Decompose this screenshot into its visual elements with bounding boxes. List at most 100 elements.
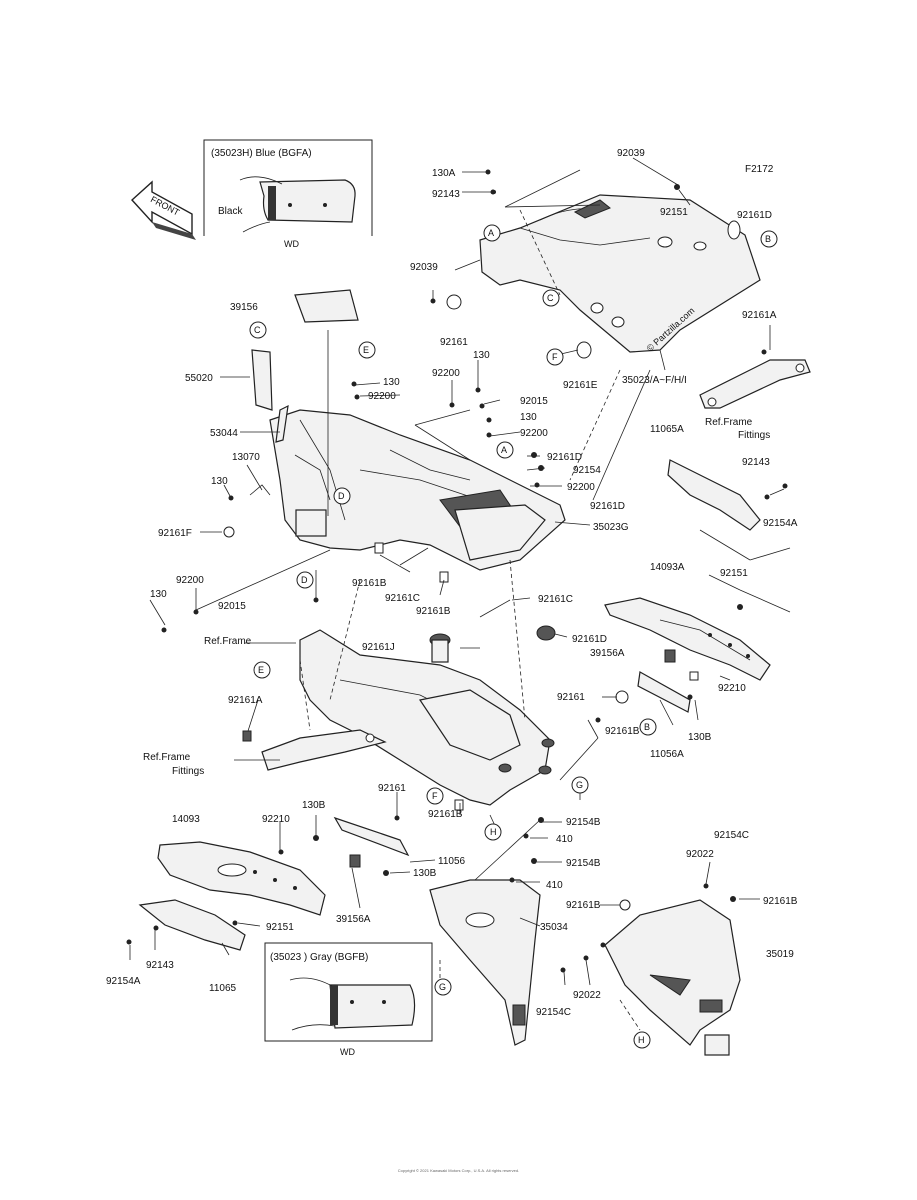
label-92161B-mid: 92161B (428, 809, 463, 820)
svg-text:B: B (765, 234, 771, 244)
callout-B-mid: B (639, 718, 657, 736)
label-92161-right: 92161 (557, 692, 585, 703)
label-14093A: 14093A (650, 562, 685, 573)
label-92200-c: 92200 (520, 428, 548, 439)
label-refframe-left-2: Fittings (172, 766, 204, 777)
label-130-left: 130 (150, 589, 167, 600)
callout-A-top: A (483, 224, 501, 242)
small-parts (223, 220, 741, 911)
label-92161-mid: 92161 (378, 783, 406, 794)
inset-top-footer: WD (284, 239, 299, 249)
svg-text:H: H (638, 1035, 645, 1045)
label-35034: 35034 (540, 922, 568, 933)
label-92161A-left: 92161A (228, 695, 263, 706)
svg-text:A: A (488, 228, 494, 238)
label-35023G: 35023G (593, 522, 629, 533)
label-92161F: 92161F (158, 528, 192, 539)
figure-code: F2172 (745, 164, 774, 175)
copyright-footer: Copyright © 2021 Kawasaki Motors Corp., … (397, 1168, 520, 1173)
rear-flap-35019 (604, 899, 741, 1056)
callout-G-low: G (434, 978, 452, 996)
label-92161D-mid2: 92161D (590, 501, 625, 512)
svg-text:G: G (576, 780, 583, 790)
label-92161-top: 92161 (440, 337, 468, 348)
fasteners (126, 169, 788, 973)
label-refframe-left-1: Ref.Frame (143, 752, 191, 763)
label-refframe-right-2: Fittings (738, 430, 770, 441)
label-92161E: 92161E (563, 380, 598, 391)
side-cover-14093A (604, 597, 771, 681)
svg-text:A: A (501, 445, 507, 455)
label-92161B-a: 92161B (352, 578, 387, 589)
label-14093: 14093 (172, 814, 200, 825)
callout-F-top: F (546, 348, 564, 366)
label-92161D-mid: 92161D (547, 452, 582, 463)
svg-text:D: D (301, 575, 308, 585)
label-refframe-mid: Ref.Frame (204, 636, 252, 647)
label-92161C-a: 92161C (385, 593, 420, 604)
label-92161C-b: 92161C (538, 594, 573, 605)
label-130-b: 130 (473, 350, 490, 361)
callout-C-left: C (249, 321, 267, 339)
svg-text:B: B (644, 722, 650, 732)
label-92154A-right: 92154A (763, 518, 798, 529)
label-92161B-right: 92161B (605, 726, 640, 737)
svg-text:E: E (258, 665, 264, 675)
inset-top-color-note: Black (218, 206, 243, 217)
label-39156: 39156 (230, 302, 258, 313)
svg-text:E: E (363, 345, 369, 355)
label-130-c: 130 (520, 412, 537, 423)
rear-fender-35023: © Partzilla.com (479, 194, 761, 353)
inset-bottom-header: (35023 ) Gray (BGFB) (270, 952, 368, 963)
label-53044: 53044 (210, 428, 238, 439)
label-11056: 11056 (438, 856, 466, 867)
svg-text:F: F (432, 791, 438, 801)
label-92154C-low: 92154C (536, 1007, 571, 1018)
label-92210-right: 92210 (718, 683, 746, 694)
label-refframe-right-1: Ref.Frame (705, 417, 753, 428)
svg-text:C: C (254, 325, 261, 335)
label-92015-left: 92015 (218, 601, 246, 612)
part-labels: 130A 92039 92143 92151 92161D 92039 9216… (106, 148, 798, 1018)
label-92143-right: 92143 (742, 457, 770, 468)
callout-G-mid: G (571, 776, 589, 794)
callout-A-mid: A (496, 441, 514, 459)
label-92161B-lowright: 92161B (763, 896, 798, 907)
label-92200-b: 92200 (432, 368, 460, 379)
cover-11065 (138, 899, 246, 951)
label-130-a: 130 (383, 377, 400, 388)
label-92039-left: 92039 (410, 262, 438, 273)
bracket-11056A (637, 671, 691, 713)
label-130-d: 130 (211, 476, 228, 487)
svg-text:H: H (490, 827, 497, 837)
cover-11065A (667, 459, 761, 531)
label-92200-a: 92200 (368, 391, 396, 402)
label-92154B-b: 92154B (566, 858, 601, 869)
label-410-a: 410 (556, 834, 573, 845)
label-92015-a: 92015 (520, 396, 548, 407)
label-92210-left: 92210 (262, 814, 290, 825)
label-92154C-right: 92154C (714, 830, 749, 841)
label-92161B-low: 92161B (566, 900, 601, 911)
callout-D-mid: D (333, 487, 351, 505)
svg-text:C: C (547, 293, 554, 303)
inset-bottom-footer: WD (340, 1047, 355, 1057)
label-55020: 55020 (185, 373, 213, 384)
label-92151-right: 92151 (720, 568, 748, 579)
label-92154A-left: 92154A (106, 976, 141, 987)
label-11065A: 11065A (650, 424, 684, 435)
label-11065: 11065 (209, 983, 237, 994)
leader-lines (129, 157, 791, 1031)
callout-letters: A B C F C E A D D E B F G H G H (249, 224, 778, 1049)
svg-text:F: F (552, 352, 558, 362)
label-92161J: 92161J (362, 642, 395, 653)
label-92200-d: 92200 (567, 482, 595, 493)
callout-C-top: C (542, 289, 560, 307)
label-92154B-a: 92154B (566, 817, 601, 828)
callout-H-low: H (633, 1031, 651, 1049)
lower-frame (299, 629, 555, 806)
label-130B-low: 130B (413, 868, 437, 879)
label-39156A-left: 39156A (336, 914, 371, 925)
inset-top-header: (35023H) Blue (BGFA) (211, 148, 312, 159)
